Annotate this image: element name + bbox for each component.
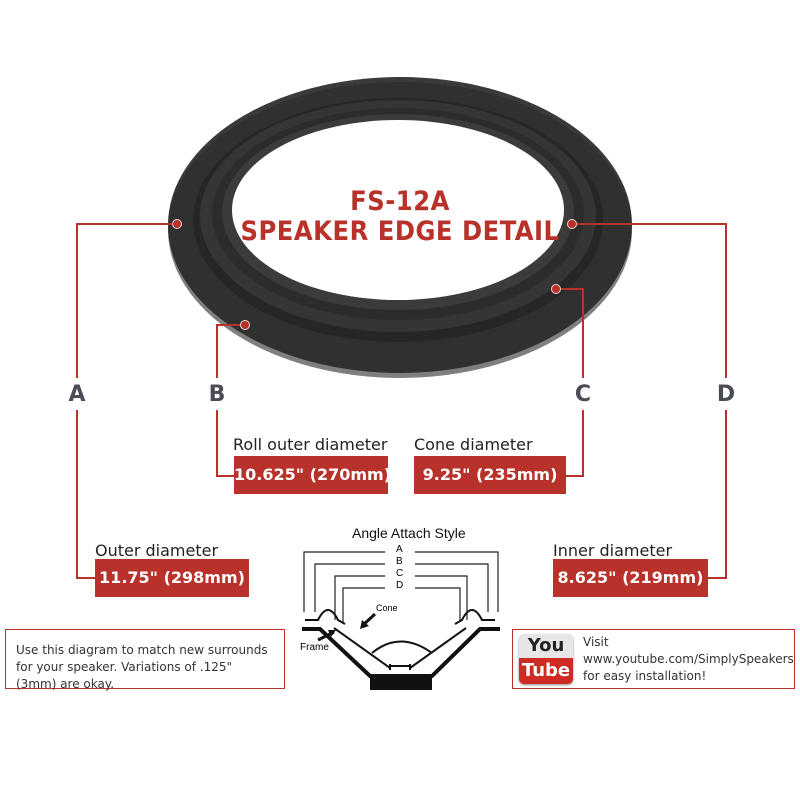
marker-d-dot [567,219,577,229]
marker-c-dot [551,284,561,294]
inset-letter-d: D [396,580,404,591]
outer-diameter-value: 11.75" (298mm) [95,559,249,597]
letter-b: B [208,382,226,407]
leader-c-horizontal [556,288,584,290]
leader-c-to-box [566,475,584,477]
letter-a: A [68,382,86,407]
leader-b-vertical-top [216,324,218,378]
leader-d-vertical-bottom [725,410,727,578]
leader-b-vertical-bottom [216,410,218,476]
letter-d: D [716,382,736,407]
usage-note-text: Use this diagram to match new surrounds … [16,643,268,691]
inner-diameter-value: 8.625" (219mm) [553,559,708,597]
leader-d-to-box [708,577,727,579]
youtube-note-text: Visit www.youtube.com/SimplySpeakers for… [583,634,794,683]
roll-outer-diameter-value: 10.625" (270mm) [234,456,391,494]
inner-diameter-label: Inner diameter [553,541,673,560]
leader-c-vertical-bottom [582,410,584,476]
usage-note: Use this diagram to match new surrounds … [5,629,285,691]
inset-title: Angle Attach Style [352,525,466,541]
cone-diameter-value: 9.25" (235mm) [414,456,566,494]
leader-a-vertical-bottom [76,410,78,578]
diagram-title: SPEAKER EDGE DETAIL [240,216,560,247]
youtube-logo-icon[interactable]: You Tube [519,634,573,684]
angle-attach-diagram [302,551,500,690]
outer-diameter-label: Outer diameter [95,541,219,560]
marker-b-dot [240,320,250,330]
leader-c-vertical-top [582,288,584,378]
roll-outer-diameter-label: Roll outer diameter [233,435,388,454]
inset-letter-a: A [396,544,403,555]
inset-frame-label: Frame [300,642,329,653]
leader-a-vertical-top [76,223,78,378]
cone-diameter-label: Cone diameter [414,435,533,454]
leader-d-horizontal [572,223,727,225]
youtube-logo-top: You [519,634,573,658]
marker-a-dot [172,219,182,229]
youtube-note: You Tube Visit www.youtube.com/SimplySpe… [512,629,795,689]
product-code: FS-12A [350,186,450,217]
inset-letter-b: B [396,556,403,567]
inset-cone-label: Cone [376,603,398,613]
leader-a-horizontal [76,223,178,225]
letter-c: C [574,382,592,407]
leader-b-to-box [216,475,234,477]
inset-letter-c: C [396,568,404,579]
leader-a-to-box [76,577,96,579]
youtube-logo-bottom: Tube [519,658,573,684]
leader-b-horizontal [216,324,246,326]
leader-d-vertical-top [725,223,727,378]
